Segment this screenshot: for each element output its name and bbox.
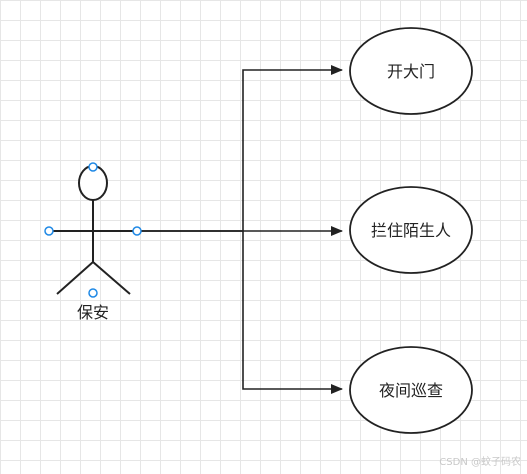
actor-label: 保安 xyxy=(77,303,109,322)
handle-right[interactable] xyxy=(132,226,142,236)
use-case-night-patrol[interactable]: 夜间巡查 xyxy=(349,346,473,434)
actor-left-leg xyxy=(56,261,94,295)
use-case-label: 拦住陌生人 xyxy=(371,221,451,240)
use-case-ellipse xyxy=(349,186,473,274)
handle-top[interactable] xyxy=(88,162,98,172)
use-case-ellipse xyxy=(349,27,473,115)
connectors xyxy=(137,65,343,394)
actor-right-leg xyxy=(92,261,131,295)
handle-left[interactable] xyxy=(44,226,54,236)
watermark-text: CSDN @蚊子码农 xyxy=(439,457,521,468)
connector-to-night-patrol[interactable] xyxy=(137,230,343,394)
use-case-ellipse xyxy=(349,346,473,434)
connector-to-open-gate[interactable] xyxy=(137,65,343,232)
actor-security-guard[interactable]: 保安 xyxy=(52,165,137,322)
handle-bottom[interactable] xyxy=(88,288,98,298)
use-case-label: 开大门 xyxy=(387,62,435,81)
use-case-open-gate[interactable]: 开大门 xyxy=(349,27,473,115)
use-case-label: 夜间巡查 xyxy=(379,381,443,400)
use-case-stop-strangers[interactable]: 拦住陌生人 xyxy=(349,186,473,274)
selection-handles[interactable] xyxy=(44,162,142,298)
